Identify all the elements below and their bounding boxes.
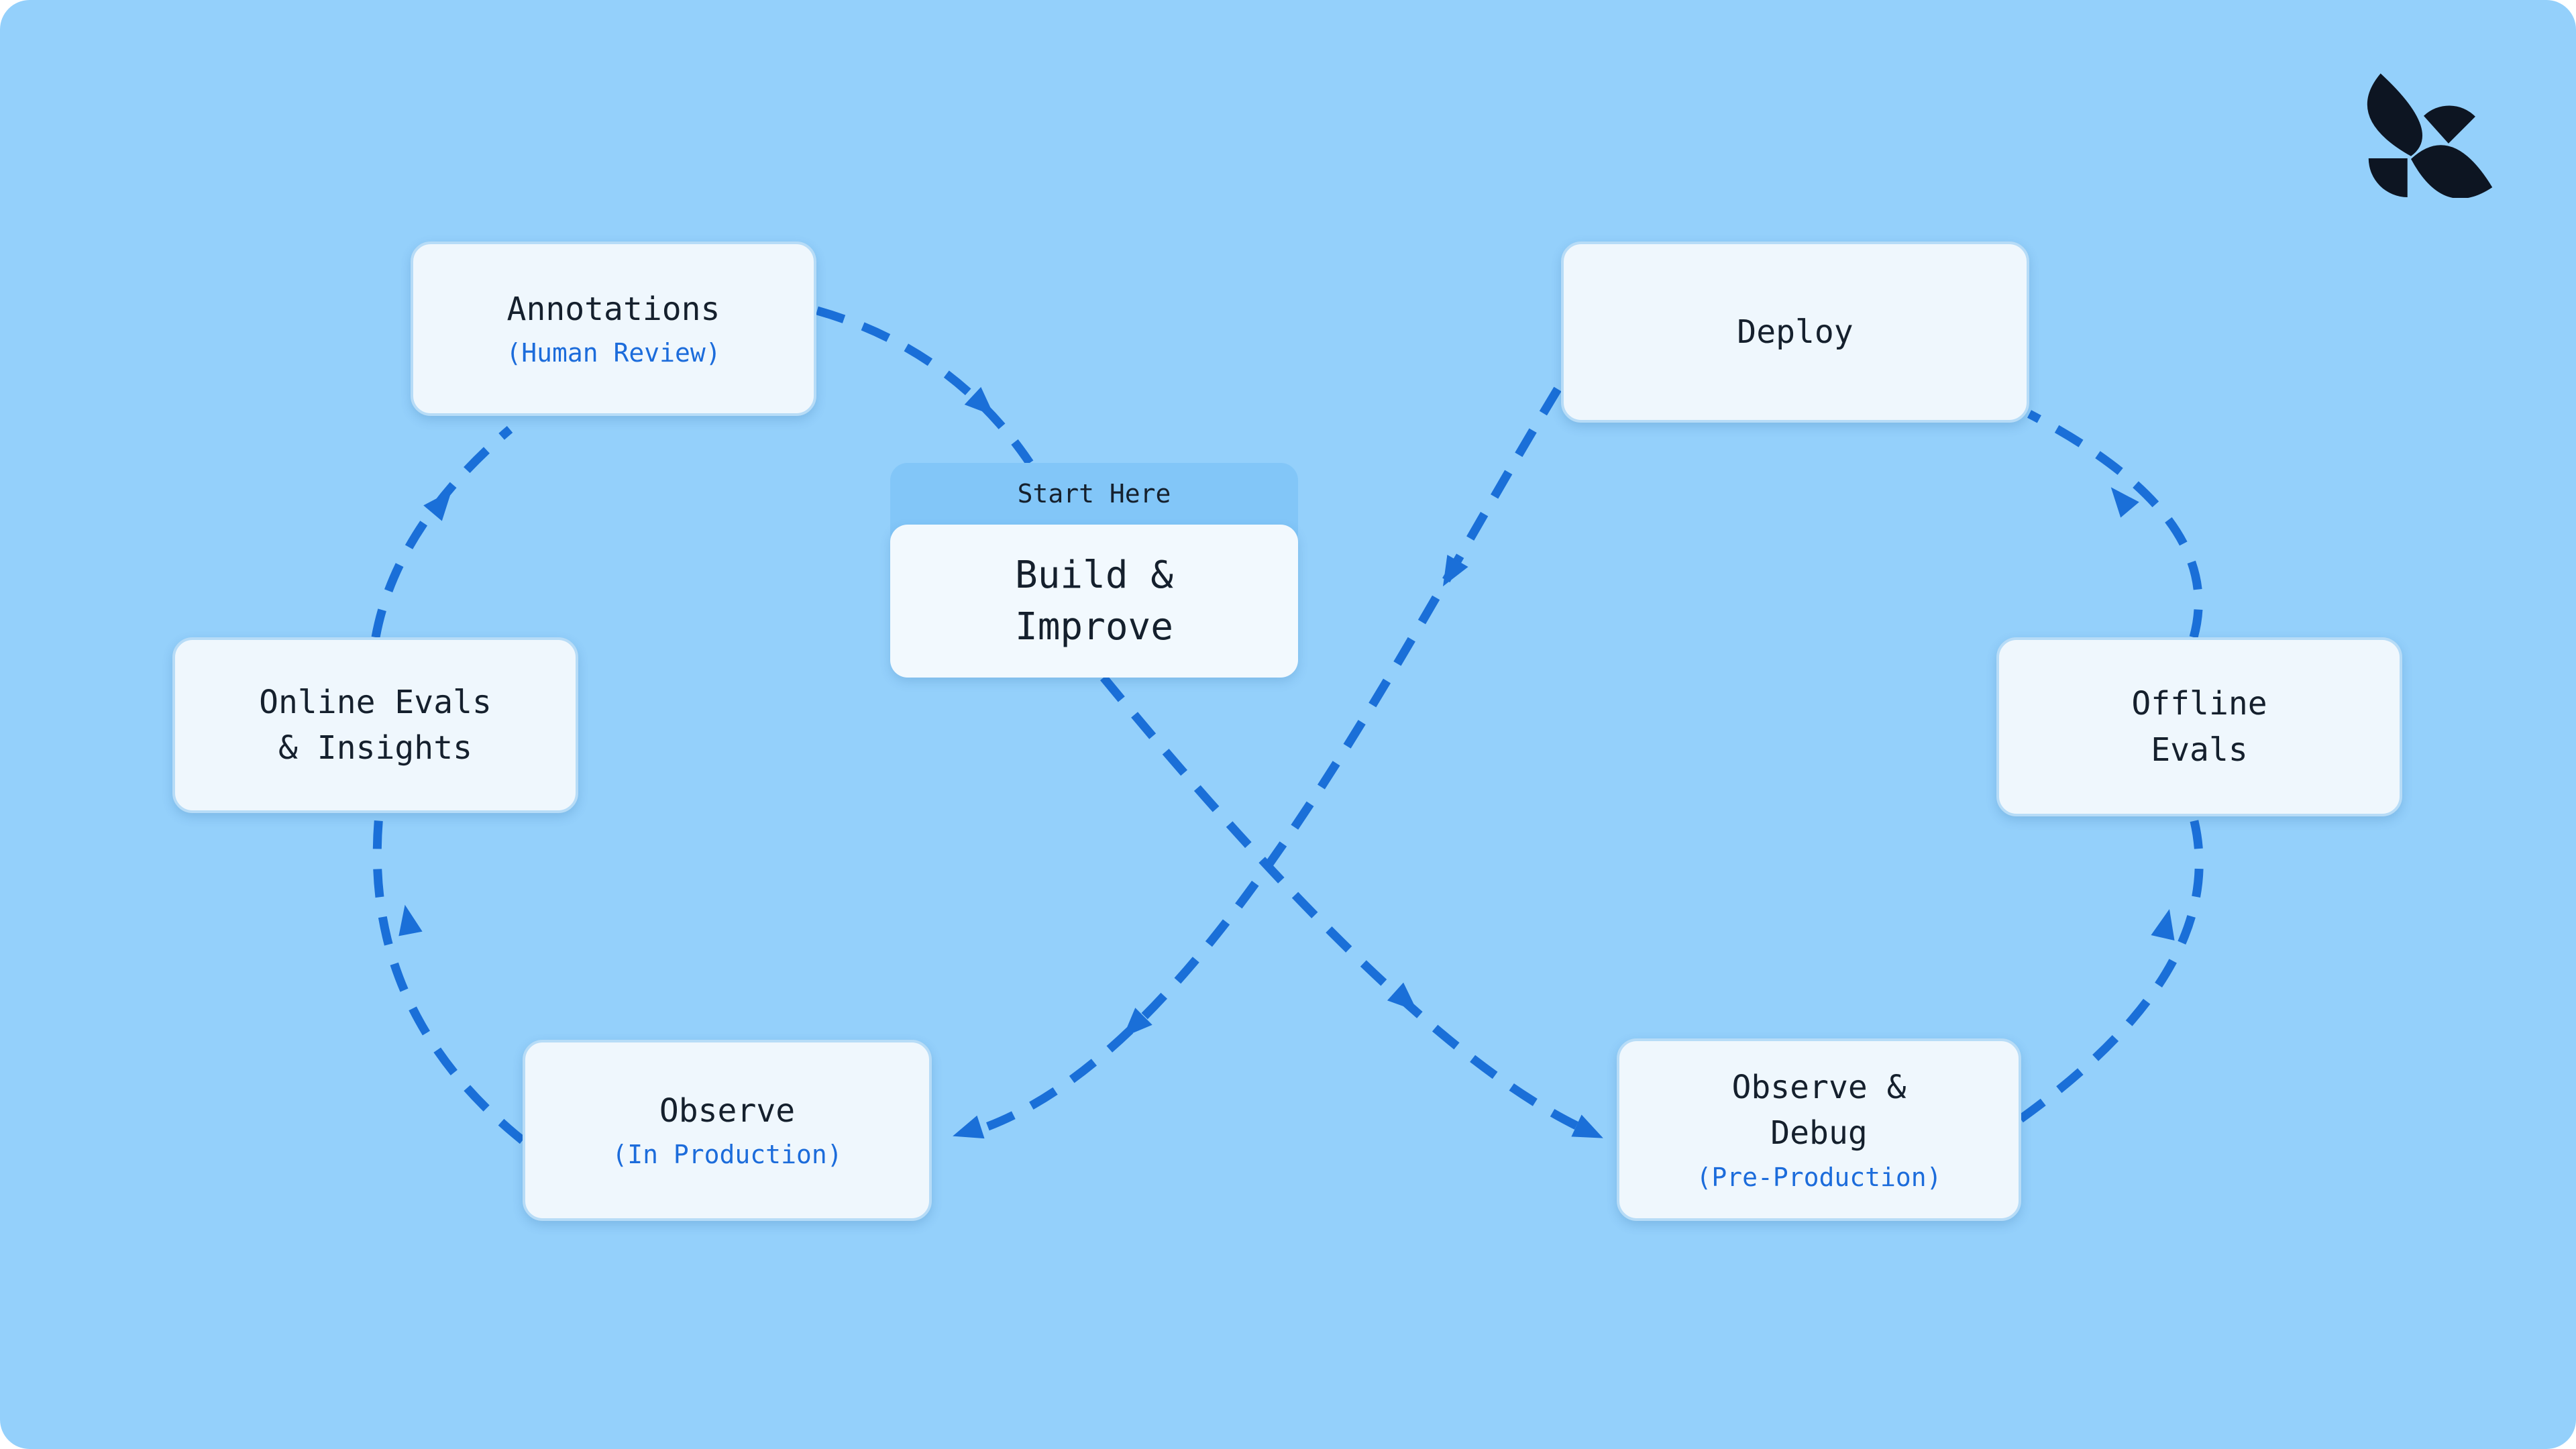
node-observe-prod-subtitle: (In Production): [612, 1140, 843, 1170]
arrowhead: [1122, 1008, 1152, 1038]
node-observe-prod-title: Observe: [659, 1092, 796, 1130]
arrow-annotations-to-build: [816, 306, 1034, 466]
node-annotations-title: Annotations: [506, 290, 720, 329]
start-here-label: Start Here: [1017, 479, 1171, 508]
node-build-line1: Build &: [1014, 553, 1173, 597]
arrow-online-evals-to-annotations: [371, 426, 513, 639]
arrowhead: [398, 904, 423, 936]
node-offline-evals-line2: Evals: [2151, 731, 2248, 769]
node-observe-prod: Observe (In Production): [523, 1040, 932, 1221]
arrowhead: [2110, 487, 2139, 518]
node-online-evals-line2: & Insights: [278, 729, 472, 767]
arrowhead: [964, 386, 995, 417]
node-online-evals-line1: Online Evals: [259, 683, 492, 721]
arrowhead: [953, 1115, 985, 1139]
arrowhead: [1443, 555, 1468, 587]
node-observe-debug-line2: Debug: [1770, 1114, 1868, 1152]
node-offline-evals-line1: Offline: [2131, 685, 2267, 723]
arrowhead: [423, 490, 452, 521]
arrow-deploy-to-observe-prod: [981, 386, 1562, 1133]
node-annotations: Annotations (Human Review): [411, 241, 816, 416]
petal-flower-logo-icon: [2367, 73, 2493, 198]
node-observe-debug-line1: Observe &: [1731, 1069, 1907, 1107]
arrowhead: [2151, 909, 2175, 941]
node-deploy-title: Deploy: [1737, 313, 1854, 351]
start-here-group: Start Here Build & Improve: [890, 463, 1298, 678]
node-online-evals: Online Evals & Insights: [172, 637, 578, 813]
node-build-line2: Improve: [1014, 605, 1173, 649]
arrow-observe-prod-to-online-evals: [372, 814, 526, 1144]
arrow-build-to-observe-debug: [1099, 674, 1578, 1130]
node-annotations-subtitle: (Human Review): [506, 338, 721, 368]
arrow-observe-debug-to-offline-evals: [2018, 817, 2204, 1123]
node-deploy: Deploy: [1561, 241, 2029, 423]
node-build-improve: Build & Improve: [890, 525, 1298, 678]
arrowhead: [1571, 1114, 1603, 1138]
arrowhead: [1387, 982, 1417, 1012]
node-offline-evals: Offline Evals: [1996, 637, 2402, 816]
node-observe-debug-subtitle: (Pre-Production): [1696, 1162, 1942, 1192]
arrow-offline-evals-to-deploy: [2027, 410, 2203, 639]
node-observe-debug: Observe & Debug (Pre-Production): [1617, 1038, 2021, 1221]
